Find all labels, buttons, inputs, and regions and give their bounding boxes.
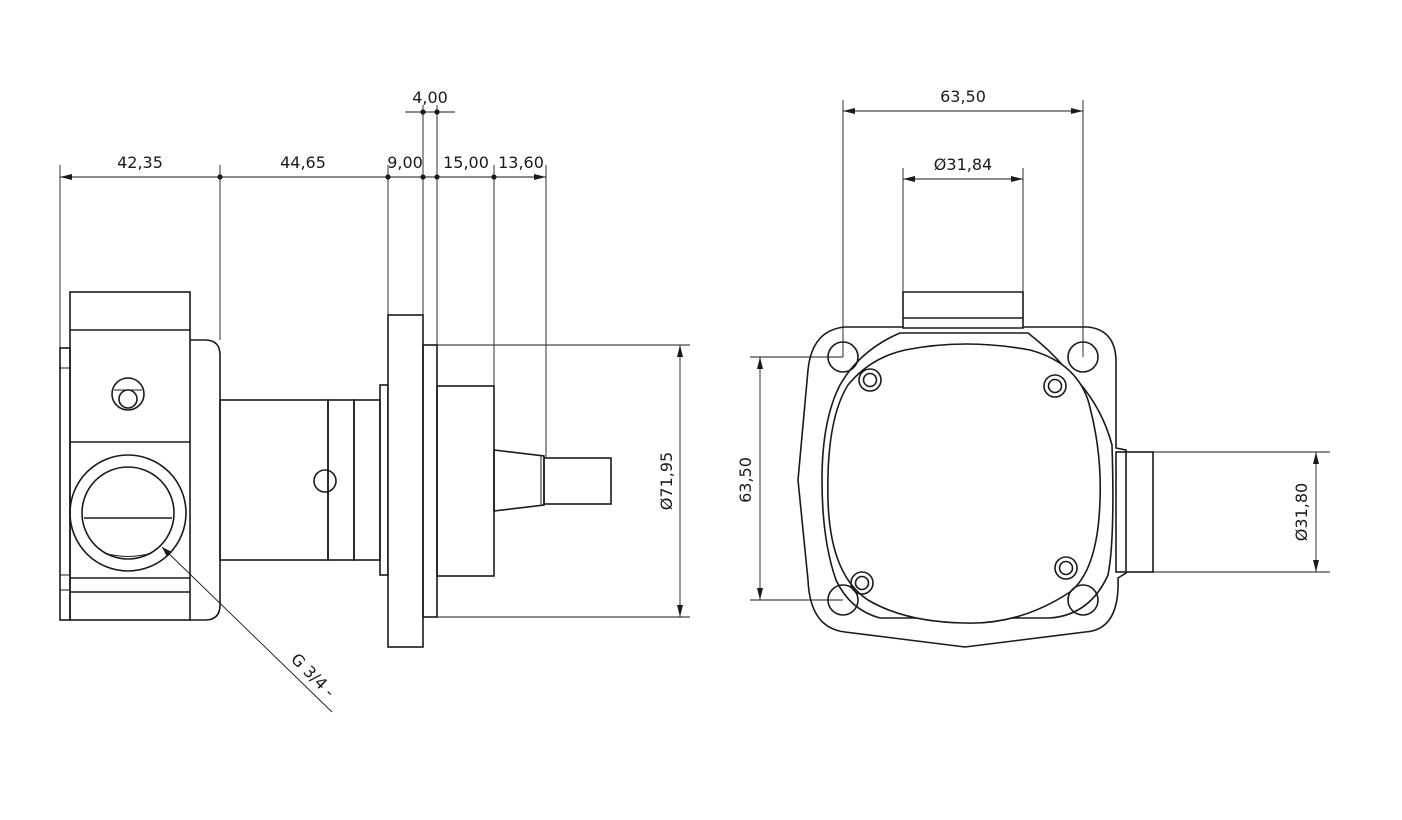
mounting-flange [387,314,438,648]
side-port-boss [1115,451,1154,573]
mounting-holes [827,341,1099,616]
dim-flange-thickness: 9,00 [387,153,423,172]
gap-dimension: 4,00 [405,88,455,115]
hole-spacing-v-dimension: 63,50 [736,357,763,600]
hole-spacing-h-dimension: 63,50 [843,87,1083,114]
dim-body-length: 42,35 [117,153,163,172]
flange-diameter-dimension: Ø71,95 [657,345,683,617]
dim-shaft-length: 13,60 [498,153,544,172]
dim-bearing-length: 44,65 [280,153,326,172]
dim-flange-diameter: Ø71,95 [657,452,676,510]
side-view: 42,35 44,65 9,00 15,00 13,60 4,00 Ø71,95… [59,88,690,713]
dim-hole-spacing-vertical: 63,50 [736,457,755,503]
extension-lines [59,105,690,618]
cover-screws [850,368,1078,595]
chain-dimension: 42,35 44,65 9,00 15,00 13,60 [60,153,546,180]
front-extension-lines [750,100,1330,601]
dim-top-port-diameter: Ø31,84 [934,155,992,174]
top-port-diameter-dimension: Ø31,84 [903,155,1023,182]
front-view: 63,50 Ø31,84 63,50 Ø31,80 [736,87,1330,648]
cover-plate [827,343,1102,624]
dim-hole-spacing-horizontal: 63,50 [940,87,986,106]
housing-outline [797,326,1127,648]
bearing-housing [219,384,389,576]
inner-contour [821,332,1114,619]
dim-side-port-diameter: Ø31,80 [1292,483,1311,541]
drive-shaft [436,385,612,577]
dim-hub-length: 15,00 [443,153,489,172]
pump-body [59,291,221,621]
hole-bottom-right [1067,584,1099,616]
dim-gap: 4,00 [412,88,448,107]
side-port-diameter-dimension: Ø31,80 [1292,452,1319,572]
top-port-boss [902,291,1024,329]
